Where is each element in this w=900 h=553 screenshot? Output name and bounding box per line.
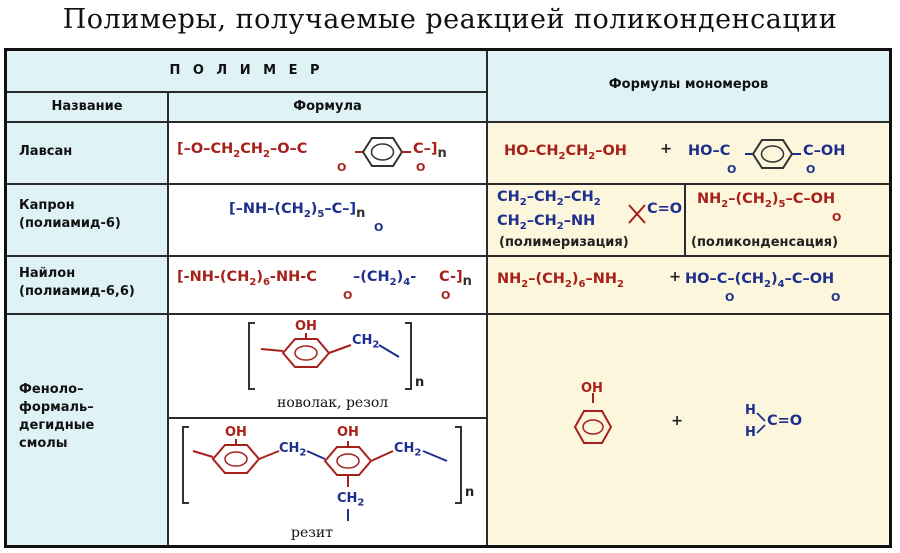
formaldehyde-bonds <box>756 412 766 434</box>
rezit-ch2-1: CH2 <box>279 441 307 459</box>
nylon-formula-left: [-NH-(CH2)6-NH-C <box>177 269 317 288</box>
phenol-monomer <box>573 393 613 444</box>
monomer-bg-lavsan <box>488 123 889 183</box>
header-polymer: П О Л И М Е Р <box>169 63 324 78</box>
rezit-ch2-2: CH2 <box>394 441 422 459</box>
row-name-phenol-4: смолы <box>19 436 68 451</box>
lavsan-formula-end: C–]n <box>413 141 447 161</box>
novolak-ch2: CH2 <box>352 333 380 351</box>
monomer-bg-kapron-a <box>488 185 684 255</box>
lavsan-monomer-acid-left: HO–C <box>688 143 731 159</box>
monomer-bg-phenol <box>488 315 889 545</box>
header-name: Название <box>51 99 123 114</box>
lavsan-benzene-ring <box>355 137 411 167</box>
nylon-plus: + <box>669 269 682 285</box>
row-name-nylon-2: (полиамид-6,6) <box>19 284 135 299</box>
kapron-monomer-acid: NH2–(CH2)5–C–OH <box>697 191 836 210</box>
rezit-oh-1: OH <box>225 425 247 440</box>
phenol-plus: + <box>671 413 684 429</box>
nylon-formula-o-1: O <box>343 289 353 302</box>
rezit-n: n <box>465 485 475 500</box>
rezit-oh-2: OH <box>337 425 359 440</box>
novolak-caption: новолак, резол <box>277 395 389 411</box>
nylon-formula-o-2: O <box>441 289 451 302</box>
lavsan-carbonyl-o-2: O <box>416 161 426 174</box>
monomer-bg-kapron-b <box>686 185 889 255</box>
formaldehyde-h-bottom: H <box>745 425 756 440</box>
kapron-ring-bottom: CH2–CH2–NH <box>497 213 596 232</box>
nylon-monomer-acid-o-2: O <box>831 291 841 304</box>
lavsan-acid-o-1: O <box>727 163 737 176</box>
polymer-table: П О Л И М Е Р Название Формула Формулы м… <box>4 48 892 548</box>
row-name-kapron-1: Капрон <box>19 198 75 213</box>
kapron-ring-top: CH2–CH2–CH2 <box>497 189 601 208</box>
lavsan-monomer-acid-right: C–OH <box>803 143 846 159</box>
rezit-structure <box>182 426 462 521</box>
kapron-ring-co: C=O <box>647 201 683 217</box>
nylon-monomer-acid-o-1: O <box>725 291 735 304</box>
lavsan-monomer-glycol: HO–CH2CH2–OH <box>504 143 627 162</box>
nylon-formula-mid: –(CH2)4- <box>353 269 417 288</box>
page-title: Полимеры, получаемые реакцией поликонден… <box>62 4 838 35</box>
name-col-bg <box>7 123 169 545</box>
monomer-bg-nylon <box>488 257 889 313</box>
formaldehyde-h-top: H <box>745 403 756 418</box>
lavsan-plus: + <box>660 141 673 157</box>
lavsan-acid-o-2: O <box>806 163 816 176</box>
lavsan-acid-benzene-ring <box>745 139 801 169</box>
row-name-phenol-1: Феноло– <box>19 382 84 397</box>
rezit-caption: резит <box>291 525 333 541</box>
row-name-phenol-2: формаль– <box>19 400 94 415</box>
lavsan-carbonyl-o-1: O <box>337 161 347 174</box>
header-bg-left <box>7 51 486 121</box>
kapron-formula: [–NH–(CH2)5–C–]n <box>229 201 366 221</box>
nylon-monomer-diamine: NH2–(CH2)6–NH2 <box>497 271 624 290</box>
row-name-kapron-2: (полиамид-6) <box>19 216 121 231</box>
formaldehyde-co: C=O <box>767 413 803 429</box>
kapron-monomer-acid-o: O <box>832 211 842 224</box>
kapron-method-polymerization: (полимеризация) <box>499 235 629 250</box>
lavsan-formula-chain: [–O–CH2CH2–O–C <box>177 141 308 160</box>
header-monomers: Формулы мономеров <box>608 77 769 92</box>
header-formula: Формула <box>293 99 362 114</box>
novolak-n: n <box>415 375 425 390</box>
row-name-nylon-1: Найлон <box>19 266 76 281</box>
kapron-formula-o: O <box>374 221 384 234</box>
kapron-method-polycondensation: (поликонденсация) <box>691 235 839 250</box>
novolak-oh: OH <box>295 319 317 334</box>
nylon-formula-right: C-]n <box>439 269 472 289</box>
header-bg-right <box>488 51 889 121</box>
phenol-monomer-oh: OH <box>581 381 603 396</box>
kapron-ring-cleavage-mark <box>628 204 646 224</box>
rezit-ch2-3: CH2 <box>337 491 365 509</box>
row-name-phenol-3: дегидные <box>19 418 95 433</box>
row-name-lavsan: Лавсан <box>19 144 73 159</box>
nylon-monomer-acid: HO–C–(CH2)4–C–OH <box>685 271 835 290</box>
novolak-structure <box>248 322 412 390</box>
